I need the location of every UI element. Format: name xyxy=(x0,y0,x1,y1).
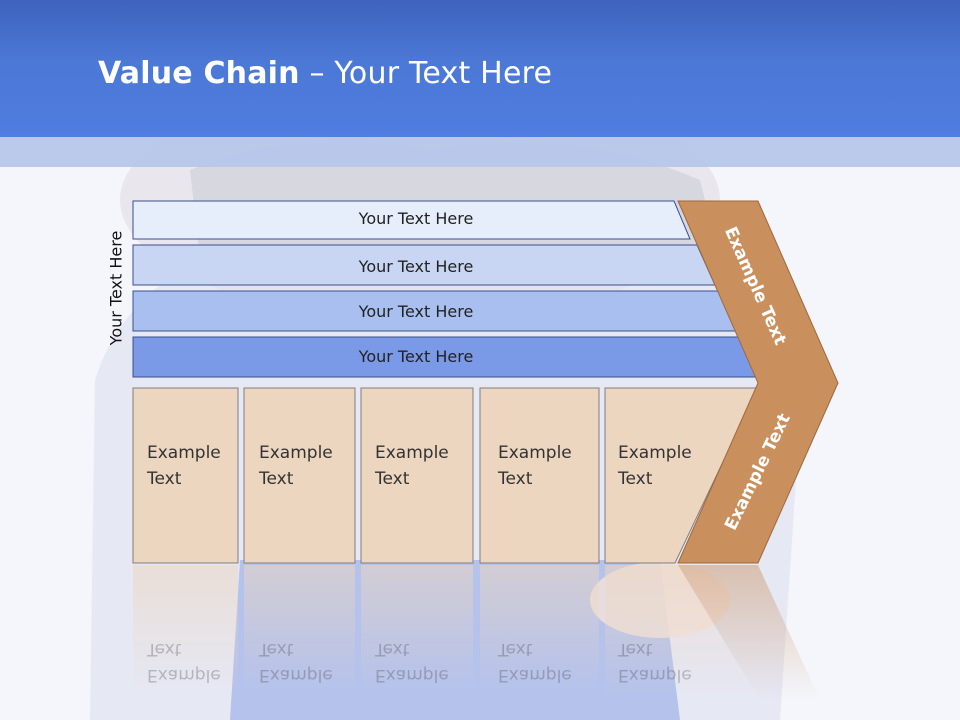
cell-4-line1: Example xyxy=(498,443,572,463)
cell-1 xyxy=(132,387,239,564)
slide-title: Value Chain – Your Text Here xyxy=(98,56,552,91)
cell-2-text: Example Text xyxy=(259,440,333,492)
reflection-group xyxy=(133,565,820,700)
cell-3-text: Example Text xyxy=(375,440,449,492)
cell-2-reflection-text: Example Text xyxy=(259,636,333,688)
reflection-line1: Example xyxy=(618,665,692,685)
bar-1-label: Your Text Here xyxy=(358,209,474,228)
cell-5-line1: Example xyxy=(618,443,692,463)
cell-3 xyxy=(360,387,474,564)
header-band xyxy=(0,0,960,137)
cell-reflection xyxy=(480,565,599,695)
cell-5-line2: Text xyxy=(618,469,653,489)
cell-3-reflection-text: Example Text xyxy=(375,636,449,688)
cell-reflection xyxy=(133,565,238,695)
cell-4 xyxy=(479,387,600,564)
reflection-line1: Example xyxy=(147,665,221,685)
cell-2-line1: Example xyxy=(259,443,333,463)
cell-1-line1: Example xyxy=(147,443,221,463)
reflection-line2: Text xyxy=(147,639,182,659)
reflection-line2: Text xyxy=(259,639,294,659)
title-rest: – Your Text Here xyxy=(299,56,553,91)
cell-reflection xyxy=(244,565,355,695)
chevron-reflection xyxy=(678,565,820,700)
cell-2 xyxy=(243,387,356,564)
cell-1-text: Example Text xyxy=(147,440,221,492)
cell-4-text: Example Text xyxy=(498,440,572,492)
bar-1 xyxy=(132,200,691,240)
reflection-line2: Text xyxy=(498,639,533,659)
cell-5-reflection-text: Example Text xyxy=(618,636,692,688)
reflection-line1: Example xyxy=(498,665,572,685)
reflection-line1: Example xyxy=(375,665,449,685)
bar-3-label: Your Text Here xyxy=(358,302,474,321)
cell-1-reflection-text: Example Text xyxy=(147,636,221,688)
cell-3-line1: Example xyxy=(375,443,449,463)
bar-4-label: Your Text Here xyxy=(358,347,474,366)
cell-1-line2: Text xyxy=(147,469,182,489)
bar-2-label: Your Text Here xyxy=(358,257,474,276)
cell-2-line2: Text xyxy=(259,469,294,489)
cell-4-reflection-text: Example Text xyxy=(498,636,572,688)
cell-3-line2: Text xyxy=(375,469,410,489)
cell-5-text: Example Text xyxy=(618,440,692,492)
chevron-arrow xyxy=(677,200,839,564)
cell-reflection xyxy=(361,565,473,695)
reflection-line1: Example xyxy=(259,665,333,685)
cell-5 xyxy=(604,387,759,564)
reflection-line2: Text xyxy=(375,639,410,659)
header-strip xyxy=(0,137,960,167)
cell-reflection xyxy=(605,565,760,700)
cell-4-line2: Text xyxy=(498,469,533,489)
reflection-line2: Text xyxy=(618,639,653,659)
title-bold: Value Chain xyxy=(98,56,300,91)
